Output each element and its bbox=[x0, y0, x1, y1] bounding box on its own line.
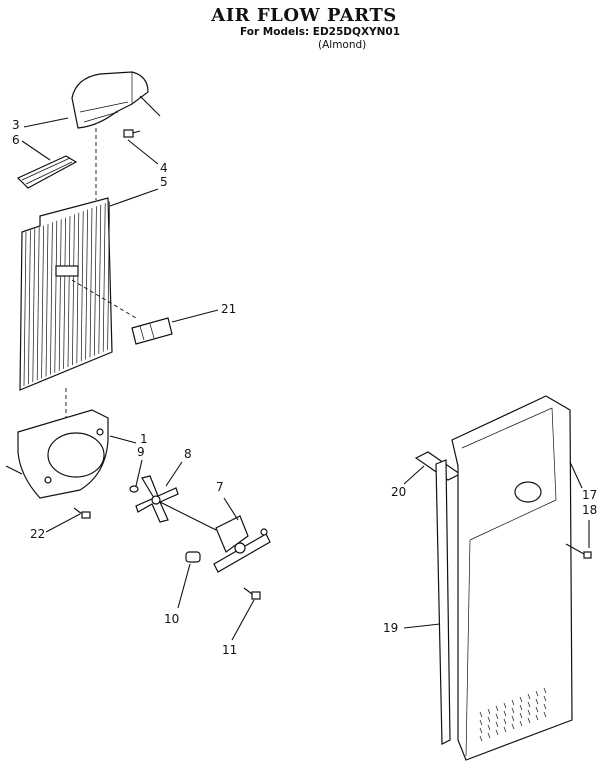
cover-vent-slot bbox=[487, 732, 491, 739]
grille-slat bbox=[89, 207, 93, 358]
grille-slat bbox=[102, 203, 106, 352]
grille-slat bbox=[76, 212, 80, 364]
cover-vent-slot bbox=[543, 695, 547, 702]
cover-vent-slot bbox=[503, 710, 507, 717]
grille-slat bbox=[23, 231, 27, 387]
models-line: For Models: ED25DQXYN01 bbox=[240, 26, 401, 38]
cover-vent-slot bbox=[503, 702, 507, 709]
fan-shroud bbox=[5, 409, 109, 499]
page-title: AIR FLOW PARTS bbox=[211, 5, 397, 26]
callout-9: 9 bbox=[137, 445, 145, 459]
cover-vent-slot bbox=[495, 721, 499, 728]
callout-leaders bbox=[21, 117, 590, 641]
spring-nut bbox=[129, 485, 139, 493]
screw-part-18 bbox=[565, 543, 592, 559]
cover-vent-slot bbox=[535, 706, 539, 713]
callout-21: 21 bbox=[221, 302, 237, 316]
cover-vent-slot bbox=[535, 690, 539, 697]
grille-slat bbox=[63, 217, 66, 369]
cover-vent-slot bbox=[519, 696, 523, 703]
callout-5: 5 bbox=[160, 175, 168, 189]
grille-slat bbox=[32, 228, 36, 383]
gasket-part-19 bbox=[435, 459, 451, 745]
cover-vent-slot bbox=[487, 724, 491, 731]
cover-vent-slot bbox=[543, 711, 547, 718]
cover-vent-slot bbox=[511, 699, 515, 706]
fan-motor-bracket bbox=[159, 501, 271, 573]
cover-vent-slot bbox=[495, 729, 499, 736]
callout-3: 3 bbox=[12, 118, 20, 132]
cover-vent-slot bbox=[479, 711, 483, 718]
cover-vent-slot bbox=[511, 723, 515, 730]
cover-vent-slot bbox=[479, 719, 483, 726]
cover-vent-slot bbox=[511, 715, 515, 722]
callout-4: 4 bbox=[160, 161, 168, 175]
screw-part-22 bbox=[73, 507, 91, 519]
cover-vent-slot bbox=[527, 693, 531, 700]
grille-slat bbox=[45, 223, 49, 377]
cover-vent-slot bbox=[535, 714, 539, 721]
cover-vent-slot bbox=[519, 712, 523, 719]
callout-11: 11 bbox=[222, 643, 238, 657]
grille-slat bbox=[72, 214, 75, 366]
cover-vent-slot bbox=[527, 701, 531, 708]
cover-vent-slot bbox=[487, 716, 491, 723]
grille-slat bbox=[94, 206, 97, 356]
callout-18: 18 bbox=[582, 503, 598, 517]
grille-slat bbox=[85, 209, 88, 360]
callout-17: 17 bbox=[582, 488, 598, 502]
fan-blade bbox=[135, 475, 179, 523]
cover-vent-slot bbox=[543, 703, 547, 710]
grille-slat bbox=[67, 215, 71, 368]
callout-7: 7 bbox=[216, 480, 224, 494]
callout-19: 19 bbox=[383, 621, 399, 635]
cover-vent-slot bbox=[535, 698, 539, 705]
grille-slat bbox=[58, 219, 62, 371]
grille-slat bbox=[36, 227, 40, 381]
callout-20: 20 bbox=[391, 485, 407, 499]
cover-vent-slot bbox=[479, 727, 483, 734]
cover-vent-slot bbox=[527, 717, 531, 724]
grommet bbox=[185, 551, 201, 563]
air-duct-cap bbox=[71, 71, 161, 129]
grille-slat bbox=[28, 230, 31, 385]
cover-vent-slot bbox=[503, 718, 507, 725]
cover-vent-slot bbox=[511, 707, 515, 714]
cover-vent-slot bbox=[527, 709, 531, 716]
screw-part-4 bbox=[123, 129, 141, 138]
grille-slat bbox=[98, 204, 102, 354]
callout-22: 22 bbox=[30, 527, 46, 541]
screw-part-11 bbox=[243, 587, 261, 600]
cover-vent-slot bbox=[495, 713, 499, 720]
gasket-strip bbox=[16, 155, 78, 189]
cover-vent-slot bbox=[503, 726, 507, 733]
air-duct-cover bbox=[451, 395, 573, 761]
color-label: (Almond) bbox=[318, 39, 367, 51]
callout-8: 8 bbox=[184, 447, 192, 461]
grille-slat bbox=[50, 222, 53, 375]
cover-vent-slot bbox=[487, 708, 491, 715]
grille-slat bbox=[80, 211, 84, 362]
leader-dash bbox=[71, 279, 137, 319]
cover-vent-slot bbox=[519, 720, 523, 727]
cover-vent-slot bbox=[479, 735, 483, 742]
callout-1: 1 bbox=[140, 432, 148, 446]
callout-10: 10 bbox=[164, 612, 180, 626]
grille-slat bbox=[41, 225, 44, 379]
clip-part-21 bbox=[131, 317, 173, 345]
grille-slat bbox=[54, 220, 58, 373]
cover-vent-slot bbox=[543, 687, 547, 694]
cover-vent-slot bbox=[519, 704, 523, 711]
cover-vent-slot bbox=[495, 705, 499, 712]
callout-6: 6 bbox=[12, 133, 20, 147]
grille-slat bbox=[107, 201, 110, 350]
air-grille-panel bbox=[19, 197, 113, 391]
